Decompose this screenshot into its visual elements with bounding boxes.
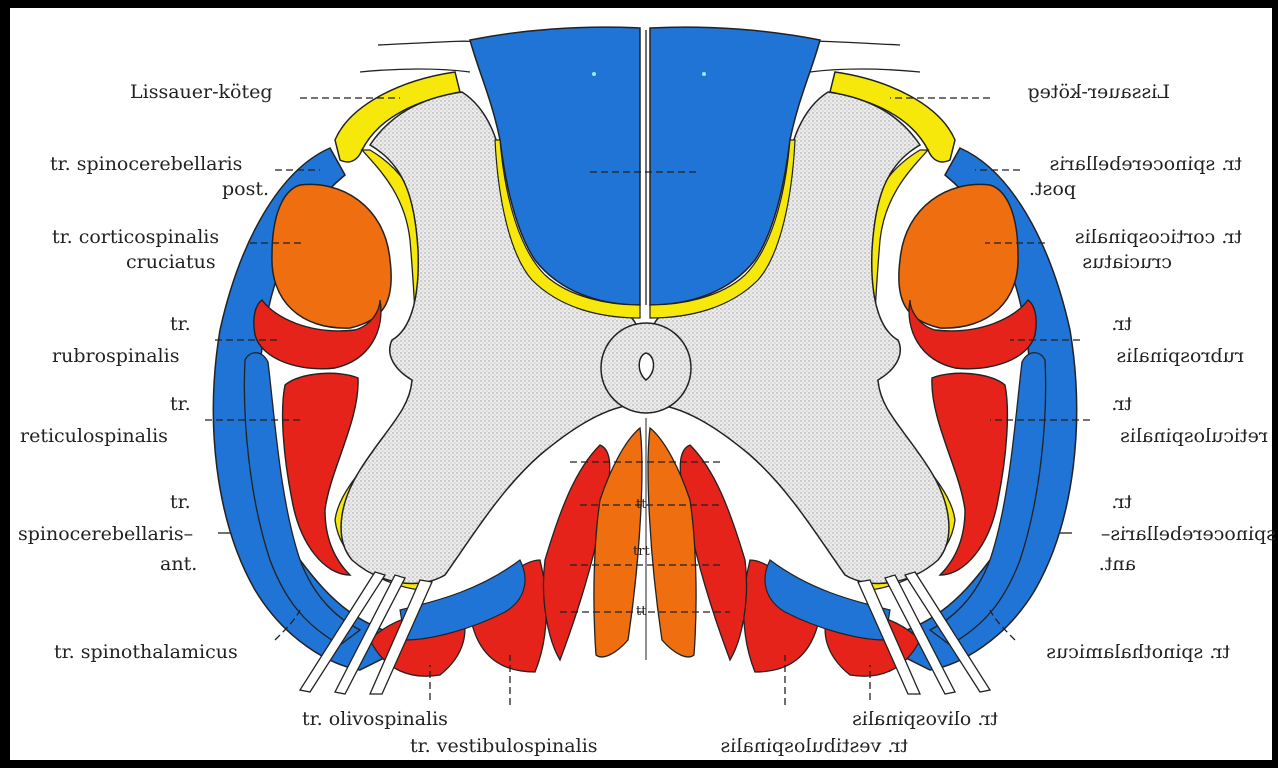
label-tt-lower: tt — [636, 604, 647, 619]
label-reticulo2-right: reticulospinalis — [1120, 425, 1268, 447]
label-lissauer-left: Lissauer-köteg — [130, 81, 273, 103]
label-spinocereb-ant-right: tr. — [1111, 491, 1132, 513]
label-spinocereb-ant2-right: spinocerebellaris– — [1101, 523, 1276, 545]
label-spinocereb-post2-left: post. — [222, 178, 269, 200]
label-tt-upper: tt — [636, 497, 647, 512]
label-lissauer-right: Lissauer-köteg — [1028, 81, 1171, 103]
label-olivo-left: tr. olivospinalis — [302, 708, 448, 730]
label-vestibulo-right: tr. vestibulospinalis — [720, 735, 908, 757]
label-corticospinalis-left: tr. corticospinalis — [52, 226, 219, 248]
label-olivo-right: tr. olivospinalis — [852, 708, 998, 730]
label-spinocereb-post-right: tr. spinocerebellaris — [1050, 153, 1242, 175]
label-spinocereb-ant-left: tr. — [170, 491, 191, 513]
label-corticospinalis2-left: cruciatus — [126, 251, 216, 273]
label-reticulo-left: tr. — [170, 393, 191, 415]
label-rubro-right: tr. — [1111, 313, 1132, 335]
label-trt: trt — [633, 544, 650, 559]
label-corticospinalis-right: tr. corticospinalis — [1075, 226, 1242, 248]
label-rubro-left: tr. — [170, 313, 191, 335]
label-spinocereb-ant3-right: ant. — [1099, 553, 1136, 575]
label-reticulo2-left: reticulospinalis — [20, 425, 168, 447]
label-spinocereb-post2-right: post. — [1029, 178, 1076, 200]
label-rubro2-right: rubrospinalis — [1117, 345, 1244, 367]
label-rubro2-left: rubrospinalis — [52, 345, 179, 367]
label-corticospinalis2-right: cruciatus — [1082, 251, 1172, 273]
label-spinocereb-post-left: tr. spinocerebellaris — [50, 153, 242, 175]
label-spinocereb-ant2-left: spinocerebellaris– — [18, 523, 193, 545]
label-spinothal-left: tr. spinothalamicus — [54, 641, 238, 663]
label-spinocereb-ant3-left: ant. — [160, 553, 197, 575]
label-vestibulo-left: tr. vestibulospinalis — [410, 735, 598, 757]
label-reticulo-right: tr. — [1111, 393, 1132, 415]
label-spinothal-right: tr. spinothalamicus — [1046, 641, 1230, 663]
